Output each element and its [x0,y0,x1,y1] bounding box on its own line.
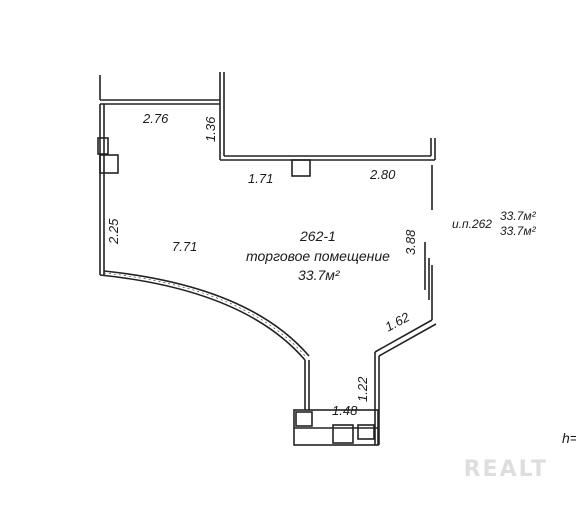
wall-diagonal [374,319,433,353]
dim-inner-right: 2.80 [370,167,396,182]
bottom-block-cell-1 [295,411,313,427]
column-left-top [97,137,109,155]
wall-curve-inner [103,270,310,357]
dim-top-wall: 2.76 [143,111,169,126]
room-area: 33.7м² [298,267,340,283]
column-left [99,154,119,174]
room-name: торговое помещение [246,248,390,264]
column-center [291,159,311,177]
dim-inner-left: 1.71 [248,171,274,186]
dim-bottom: 1.48 [332,403,358,418]
room-number: 262-1 [300,228,336,244]
dim-lower-right: 1.22 [355,376,370,402]
dim-step-height: 1.36 [203,116,218,142]
dim-left-wall: 2.25 [106,218,121,244]
height-label: h= [562,430,576,446]
dim-right-wall: 3.88 [403,229,418,255]
dim-curve: 7.71 [172,239,198,254]
bottom-block-cell-3 [357,424,375,440]
watermark-logo: REALT [463,457,548,482]
summary-area-1: 33.7м² [500,209,536,223]
summary-label: и.п.262 [452,217,492,231]
window-curve [103,272,308,359]
bottom-block-cell-2 [332,424,354,444]
wall-curve [99,274,306,361]
wall-diagonal-inner [378,323,437,357]
summary-area-2: 33.7м² [500,224,536,238]
